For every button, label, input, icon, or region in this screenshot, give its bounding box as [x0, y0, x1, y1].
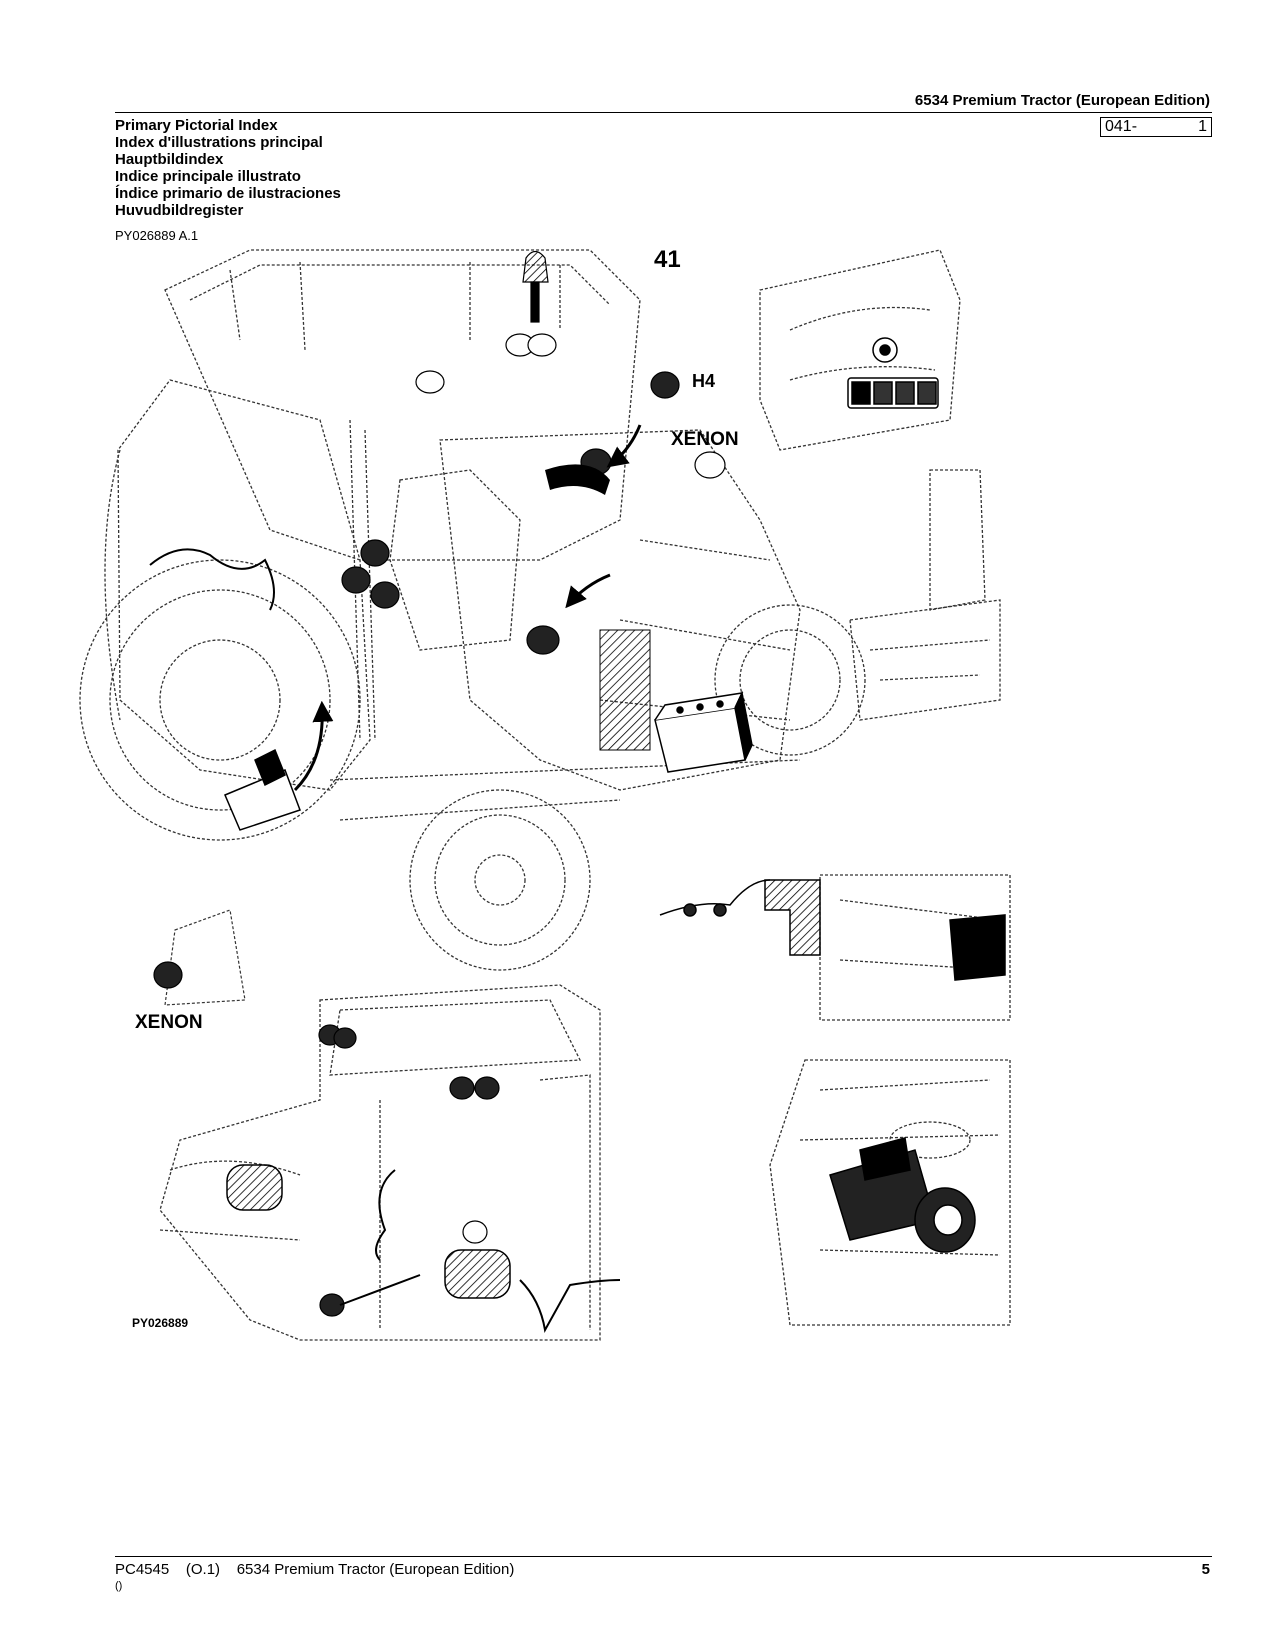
bracket-inset-drawing — [819, 874, 1011, 1021]
rear-wiring — [339, 1169, 621, 1333]
title-it: Indice principale illustrato — [115, 168, 301, 185]
label-xenon-left: XENON — [135, 1012, 203, 1033]
tractor-main-drawing — [79, 249, 1001, 971]
title-fr: Index d'illustrations principal — [115, 134, 323, 151]
hatched-panel — [599, 629, 651, 751]
console-inset-drawing — [759, 249, 986, 611]
beacon-and-lamps — [341, 250, 726, 655]
battery — [654, 690, 753, 773]
figure-id: PY026889 A.1 — [115, 228, 199, 243]
page-number: 5 — [1201, 1561, 1210, 1578]
title-es: Índice primario de ilustraciones — [115, 185, 341, 202]
footer-sub: () — [115, 1580, 123, 1592]
section-code: 041- — [1105, 118, 1138, 135]
section-number-box: 041- 1 — [1100, 117, 1212, 137]
xenon-lamp-left — [153, 909, 246, 1006]
callout-arrows — [293, 424, 642, 792]
footer-doc-info: PC4545 (O.1) 6534 Premium Tractor (Europ… — [115, 1561, 515, 1578]
rear-lamps — [318, 1024, 500, 1317]
title-sv: Huvudbildregister — [115, 202, 244, 219]
label-h4: H4 — [692, 371, 715, 391]
title-list: Primary Pictorial Index Index d'illustra… — [115, 117, 341, 219]
title-en: Primary Pictorial Index — [115, 117, 278, 134]
lamp-mount-bracket — [545, 464, 610, 495]
section-page: 1 — [1198, 118, 1207, 135]
tractor-rear-drawing — [159, 984, 601, 1341]
starter-motor — [829, 1137, 976, 1253]
starter-inset-drawing — [769, 1059, 1011, 1326]
header-rule — [115, 112, 1212, 113]
title-de: Hauptbildindex — [115, 151, 224, 168]
switch-bracket — [224, 748, 301, 831]
label-xenon-top: XENON — [671, 429, 739, 450]
work-light-grilles — [226, 1164, 511, 1299]
wiring-harness-left — [149, 548, 275, 611]
header-title: 6534 Premium Tractor (European Edition) — [914, 92, 1210, 109]
bracket-and-sensor — [659, 879, 1006, 981]
group-number: 41 — [654, 246, 681, 273]
console-switch-panel — [847, 337, 939, 409]
plate-code: PY026889 — [132, 1316, 188, 1330]
footer-rule — [115, 1556, 1212, 1557]
